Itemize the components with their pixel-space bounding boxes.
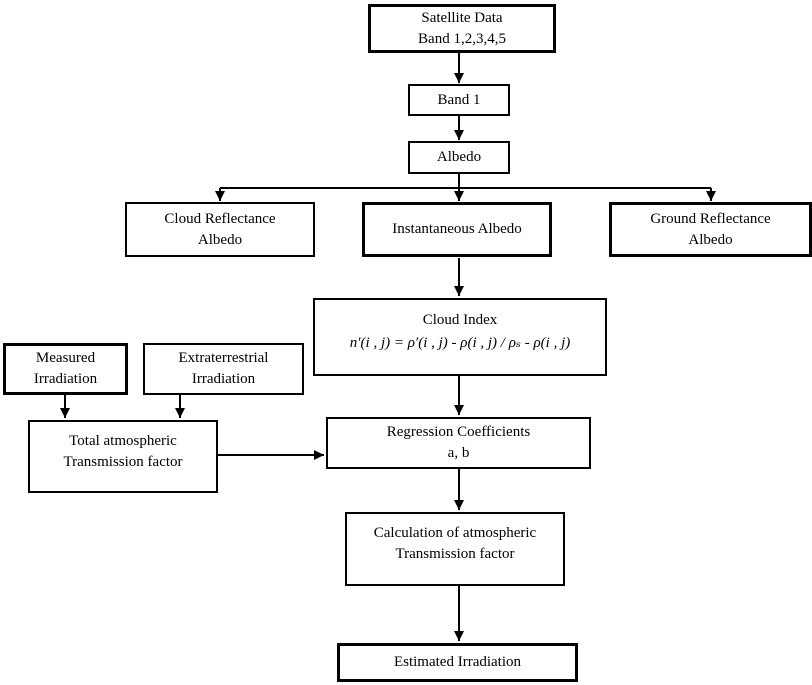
node-regression-coefficients: Regression Coefficients a, b xyxy=(326,417,591,469)
node-instantaneous-albedo: Instantaneous Albedo xyxy=(362,202,552,257)
node-cloud-reflectance-albedo: Cloud Reflectance Albedo xyxy=(125,202,315,257)
node-extraterrestrial-irradiation-label: Extraterrestrial Irradiation xyxy=(178,350,269,387)
node-regression-coefficients-label: Regression Coefficients a, b xyxy=(386,424,531,461)
node-satellite-data: Satellite Data Band 1,2,3,4,5 xyxy=(368,4,556,53)
node-satellite-data-label: Satellite Data Band 1,2,3,4,5 xyxy=(418,9,506,47)
node-albedo: Albedo xyxy=(408,141,510,174)
node-instantaneous-albedo-label: Instantaneous Albedo xyxy=(392,221,522,237)
node-cloud-index: Cloud Index n′(i , j) = ρ′(i , j) - ρ(i … xyxy=(313,298,607,376)
node-total-atmospheric-transmission: Total atmospheric Transmission factor xyxy=(28,420,218,493)
node-cloud-index-formula: n′(i , j) = ρ′(i , j) - ρ(i , j) / ρₛ - … xyxy=(349,335,571,351)
branch-albedo xyxy=(220,174,711,189)
node-calculation-atmospheric-transmission-label: Calculation of atmospheric Transmission … xyxy=(373,525,537,562)
node-band-1: Band 1 xyxy=(408,84,510,116)
node-albedo-label: Albedo xyxy=(436,149,482,165)
node-estimated-irradiation-label: Estimated Irradiation xyxy=(393,654,522,670)
node-ground-reflectance-albedo: Ground Reflectance Albedo xyxy=(609,202,812,257)
node-ground-reflectance-albedo-label: Ground Reflectance Albedo xyxy=(650,210,771,248)
node-extraterrestrial-irradiation: Extraterrestrial Irradiation xyxy=(143,343,304,395)
node-calculation-atmospheric-transmission: Calculation of atmospheric Transmission … xyxy=(345,512,565,586)
node-estimated-irradiation: Estimated Irradiation xyxy=(337,643,578,682)
node-band-1-label: Band 1 xyxy=(437,91,481,108)
node-measured-irradiation: Measured Irradiation xyxy=(3,343,128,395)
node-cloud-index-title: Cloud Index xyxy=(422,312,498,328)
node-cloud-reflectance-albedo-label: Cloud Reflectance Albedo xyxy=(164,210,276,248)
node-total-atmospheric-transmission-label: Total atmospheric Transmission factor xyxy=(63,432,183,470)
node-measured-irradiation-label: Measured Irradiation xyxy=(33,350,98,387)
